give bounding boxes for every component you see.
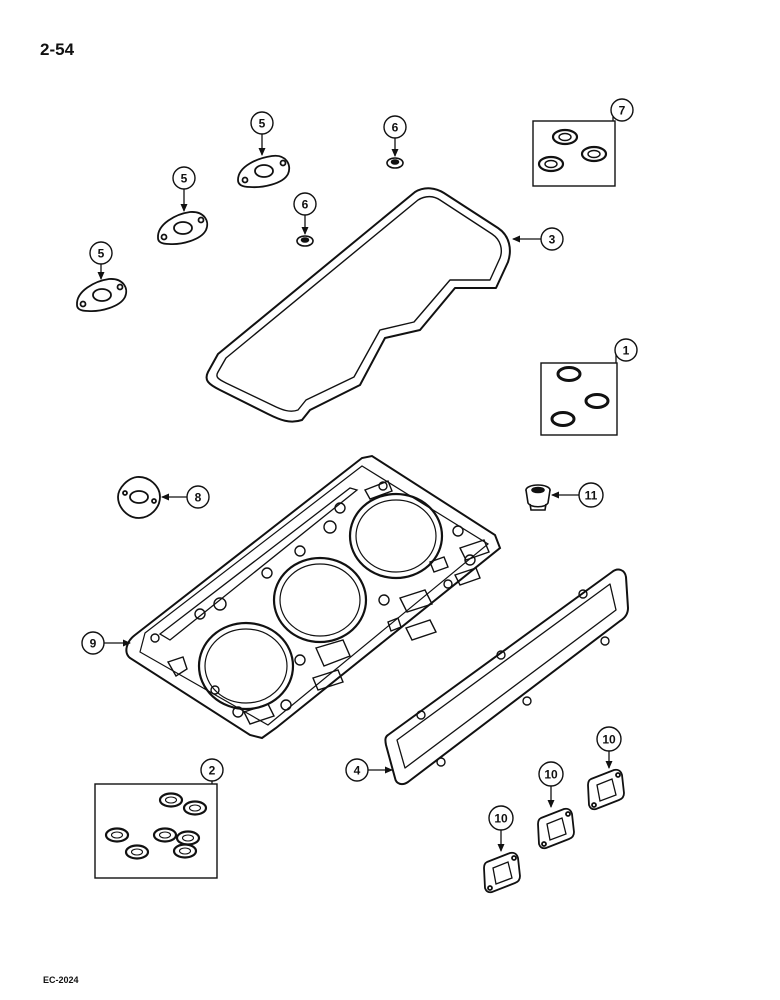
- svg-text:5: 5: [98, 247, 105, 261]
- svg-text:2: 2: [209, 764, 216, 778]
- callout-10b: 10: [538, 761, 564, 787]
- svg-text:10: 10: [544, 768, 558, 782]
- figure-code: EC-2024: [43, 975, 79, 985]
- svg-text:10: 10: [602, 733, 616, 747]
- part-8-gasket: [117, 476, 161, 519]
- callout-1: 1: [614, 338, 638, 362]
- callout-11: 11: [578, 482, 604, 508]
- svg-text:9: 9: [90, 637, 97, 651]
- part-11-plug: [525, 484, 551, 511]
- leader-lines: [97, 117, 617, 852]
- part-5-gasket-a: [237, 154, 291, 189]
- svg-text:6: 6: [392, 121, 399, 135]
- callout-7: 7: [610, 98, 634, 122]
- svg-text:4: 4: [354, 764, 361, 778]
- svg-text:7: 7: [619, 104, 626, 118]
- svg-text:6: 6: [302, 198, 309, 212]
- part-3-rocker-cover-gasket: [205, 187, 511, 423]
- callout-10a: 10: [488, 805, 514, 831]
- callout-5b: 5: [172, 166, 196, 190]
- callout-5c: 5: [89, 241, 113, 265]
- svg-text:11: 11: [585, 489, 598, 503]
- callout-6b: 6: [293, 192, 317, 216]
- callout-6a: 6: [383, 115, 407, 139]
- svg-text:8: 8: [195, 491, 202, 505]
- svg-text:5: 5: [181, 172, 188, 186]
- part-6-seal-b: [296, 235, 314, 247]
- callout-2: 2: [200, 758, 224, 782]
- svg-text:3: 3: [549, 233, 556, 247]
- callout-5a: 5: [250, 111, 274, 135]
- part-10-plate-a: [483, 851, 521, 894]
- part-5-gasket-b: [157, 211, 209, 245]
- part-2-seal-kit: [94, 783, 218, 879]
- part-10-plate-c: [587, 768, 625, 811]
- part-6-seal-a: [386, 157, 404, 169]
- part-1-seal-kit: [540, 362, 618, 436]
- part-7-seal-kit: [532, 120, 616, 187]
- callout-3: 3: [540, 227, 564, 251]
- svg-text:1: 1: [623, 344, 630, 358]
- part-5-gasket-c: [76, 278, 128, 312]
- svg-text:5: 5: [259, 117, 266, 131]
- part-9-head-gasket: [125, 454, 502, 740]
- callout-4: 4: [345, 758, 369, 782]
- callout-9: 9: [81, 631, 105, 655]
- part-10-plate-b: [537, 807, 575, 850]
- callout-8: 8: [186, 485, 210, 509]
- callout-10c: 10: [596, 726, 622, 752]
- part-4-manifold-gasket: [384, 568, 629, 786]
- svg-text:10: 10: [494, 812, 508, 826]
- page-number: 2-54: [40, 40, 75, 59]
